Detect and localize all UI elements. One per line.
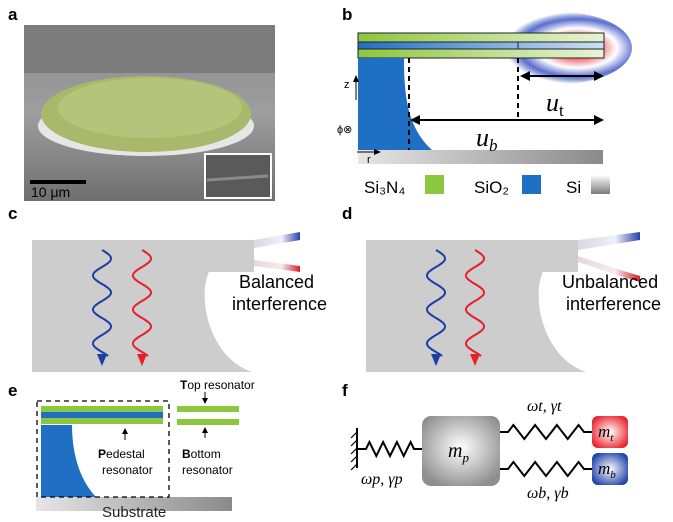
bottom-resonator-label-line2: resonator <box>182 463 233 477</box>
mass-b <box>592 453 628 485</box>
bottom-spring <box>500 460 592 478</box>
pedestal-resonator-arrowhead <box>122 428 128 434</box>
sem-image-top-band <box>24 25 275 73</box>
blue-wave-c-arrowhead <box>97 354 107 366</box>
top-resonator-arrowhead <box>202 398 208 404</box>
label-d-line1: Unbalanced <box>562 272 658 292</box>
z-axis-arrowhead <box>353 75 359 82</box>
beam-root-d <box>520 240 578 272</box>
panel-d: d Unbalanced interference <box>342 204 661 372</box>
pedestal-top-layer <box>41 406 163 412</box>
legend-sio2-swatch <box>522 175 541 194</box>
u-t-arrowhead-left <box>520 71 530 81</box>
panel-b: b z ϕ⊗ r ut ub Si₃N₄ SiO₂ <box>337 5 632 197</box>
red-wave-d <box>465 249 485 357</box>
bottom-si3n4-layer <box>357 48 605 59</box>
red-wave-c <box>132 249 152 357</box>
label-d-line2: interference <box>566 294 661 314</box>
top-si3n4-layer <box>357 32 605 43</box>
mass-p <box>422 416 500 486</box>
panel-label-f: f <box>342 381 348 400</box>
label-c-line2: interference <box>232 294 327 314</box>
scale-bar-label: 10 μm <box>31 184 70 200</box>
blue-wave-d <box>426 249 446 357</box>
z-axis-label: z <box>344 79 350 91</box>
u-b-arrowhead-right <box>594 115 604 125</box>
legend-si3n4-swatch <box>425 175 444 194</box>
top-resonator-beam <box>177 406 239 412</box>
label-c-line1: Balanced <box>239 272 314 292</box>
ground-spring <box>358 439 422 459</box>
top-resonator-label: Top resonator <box>180 378 255 392</box>
pedestal-mid-layer <box>41 412 163 418</box>
r-axis-arrowhead <box>374 149 381 155</box>
pedestal-e <box>41 425 96 497</box>
sio2-spacer-layer <box>357 41 605 50</box>
bottom-resonator-beam <box>177 419 239 425</box>
red-wave-d-arrowhead <box>470 354 480 366</box>
legend-si-swatch <box>591 175 610 194</box>
substrate-block <box>358 150 603 164</box>
panel-f: f mp mt mb ωt, γt ωb, γb ωp, γp <box>342 381 628 502</box>
bottom-resonator-label: Bottom <box>182 447 221 461</box>
bottom-spring-label: ωb, γb <box>527 485 569 502</box>
panel-label-c: c <box>8 204 17 223</box>
sem-inset-edge <box>206 174 269 182</box>
mass-t-label: mt <box>598 422 614 444</box>
ground-spring-label: ωp, γp <box>361 471 403 488</box>
top-beam-c <box>254 232 300 248</box>
panel-e: e Substrate Top resonator Bottom resonat… <box>8 378 255 521</box>
bottom-beam-c <box>254 260 300 272</box>
panel-a: a 10 μm <box>8 5 275 201</box>
legend-si3n4-label: Si₃N₄ <box>364 178 405 197</box>
bottom-resonator-arrowhead <box>202 427 208 433</box>
sem-disk-highlight <box>58 78 242 138</box>
panel-label-d: d <box>342 204 352 223</box>
blue-wave-c <box>92 249 112 357</box>
u-t-label: ut <box>546 88 564 120</box>
panel-c: c Balanced interference <box>8 204 327 372</box>
pedestal-resonator-label-line2: resonator <box>102 463 153 477</box>
mass-t <box>592 416 628 448</box>
top-spring-label: ωt, γt <box>527 398 562 415</box>
top-spring <box>500 423 592 441</box>
u-b-label: ub <box>476 123 498 155</box>
u-t-arrowhead-right <box>594 71 604 81</box>
pedestal-body-c <box>32 240 252 372</box>
top-beam-d <box>578 232 640 250</box>
pedestal-shape <box>358 58 432 150</box>
pedestal-resonator-label: Pedestal <box>98 447 145 461</box>
legend-sio2-label: SiO₂ <box>474 178 509 197</box>
substrate-label: Substrate <box>102 504 166 521</box>
pedestal-dashed-box <box>36 400 170 498</box>
pedestal-bottom-layer <box>41 418 163 424</box>
r-axis-label: r <box>367 154 371 166</box>
substrate-e <box>36 497 232 511</box>
phi-axis-label: ϕ⊗ <box>337 124 352 136</box>
blue-wave-d-arrowhead <box>431 354 441 366</box>
ground-hatching <box>350 431 358 471</box>
u-b-arrowhead-left <box>410 115 420 125</box>
red-wave-c-arrowhead <box>137 354 147 366</box>
beam-root-c <box>200 240 254 272</box>
panel-label-b: b <box>342 5 352 24</box>
mass-b-label: mb <box>598 459 616 481</box>
panel-label-e: e <box>8 381 17 400</box>
legend-si-label: Si <box>566 178 581 197</box>
mass-p-label: mp <box>448 440 469 465</box>
pedestal-body-d <box>366 240 586 372</box>
bottom-beam-d <box>578 256 640 282</box>
panel-label-a: a <box>8 5 18 24</box>
scale-bar <box>30 180 86 184</box>
